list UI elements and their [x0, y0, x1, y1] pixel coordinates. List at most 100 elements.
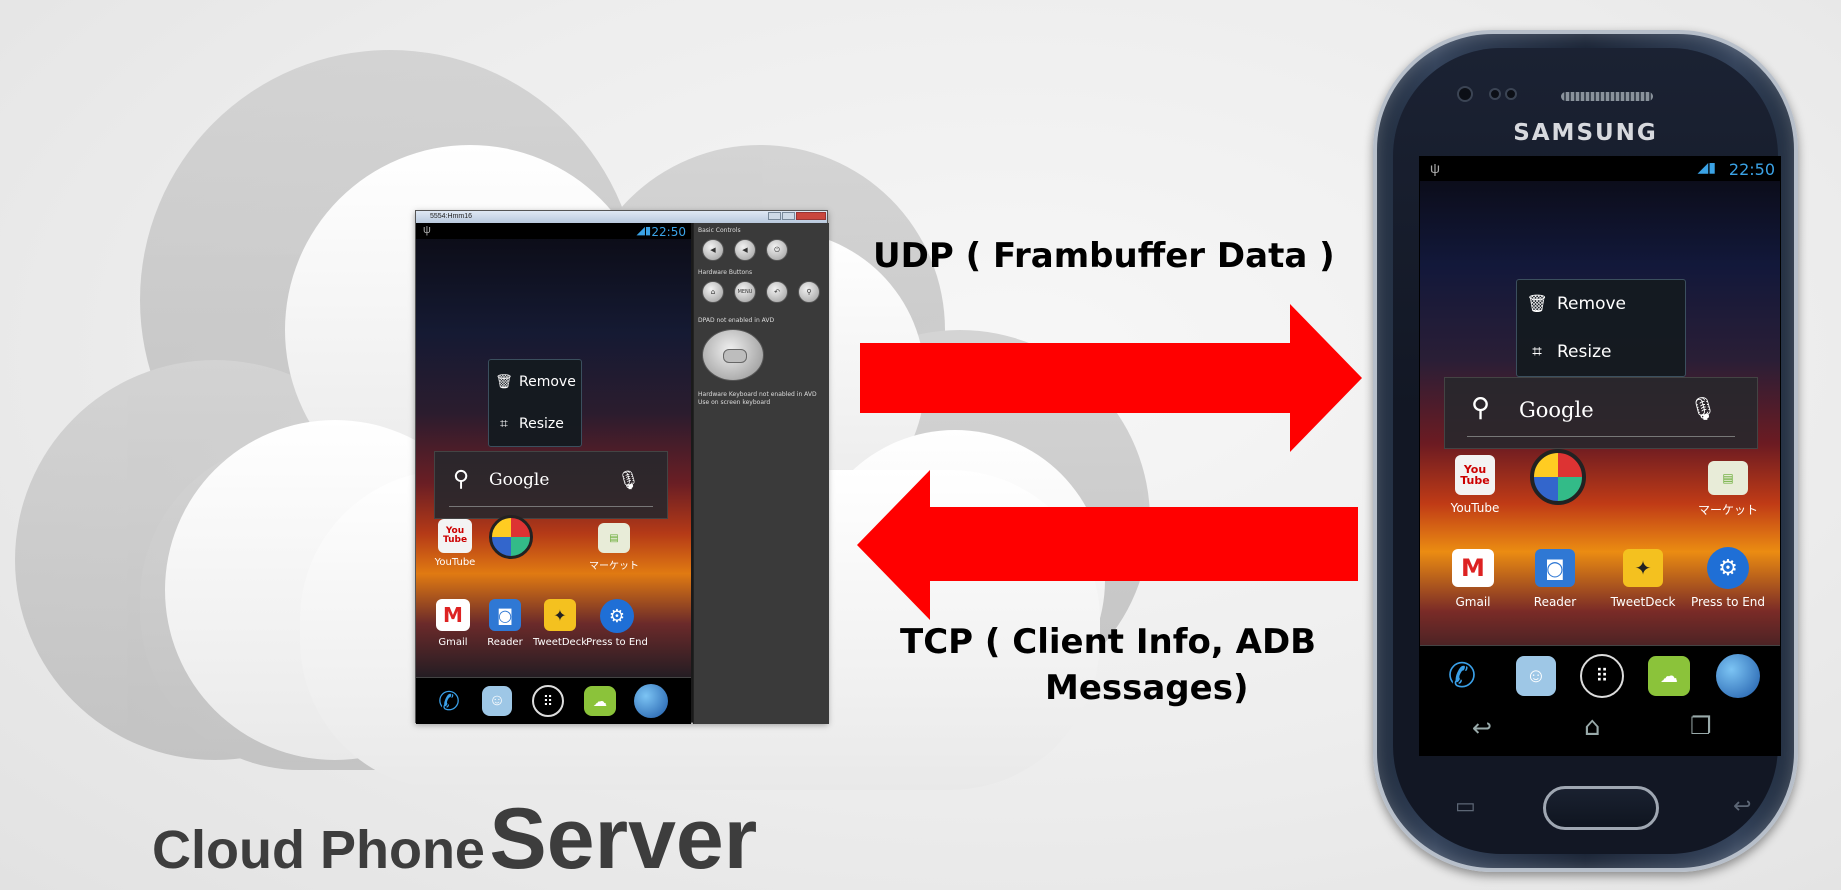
resize-menu-item[interactable]: ⌗ Resize	[1517, 342, 1685, 362]
tweetdeck-app[interactable]: ✦ TweetDeck	[1604, 549, 1682, 609]
menu-button[interactable]: MENU	[734, 281, 756, 303]
usb-icon: ψ	[1430, 160, 1440, 176]
volume-up-icon[interactable]: ◀	[734, 239, 756, 261]
search-icon[interactable]: ⚲	[798, 281, 820, 303]
youtube-app[interactable]: You Tube YouTube	[430, 519, 480, 568]
home-button[interactable]	[1543, 786, 1659, 830]
market-folder-app[interactable]	[1528, 449, 1588, 505]
apps-folder-icon	[1530, 449, 1586, 505]
camera-icon	[1457, 86, 1473, 102]
market-bag-icon: ▤	[1708, 461, 1748, 495]
back-softkey-icon[interactable]: ↩	[1733, 794, 1752, 819]
page-title: Cloud Phone Server	[152, 790, 757, 889]
clock: 22:50	[651, 225, 686, 239]
trash-icon: 🗑	[1526, 294, 1548, 314]
search-underline	[1467, 436, 1735, 437]
close-button[interactable]	[796, 212, 826, 220]
youtube-icon: You Tube	[438, 519, 472, 553]
samsung-phone: SAMSUNG ψ ◢▮ 22:50 🗑Remove ⌗Resize ⚲ Goo…	[1373, 30, 1798, 872]
resize-label: Resize	[1557, 342, 1612, 362]
search-underline	[449, 506, 653, 507]
menu-softkey-icon[interactable]: ▭	[1455, 794, 1476, 819]
crop-icon: ⌗	[500, 416, 508, 432]
remove-label: Remove	[1557, 294, 1626, 314]
search-icon: ⚲	[453, 466, 470, 491]
widget-popup-menu: 🗑Remove ⌗ Resize	[488, 359, 582, 447]
search-icon: ⚲	[1471, 392, 1491, 422]
google-search-widget[interactable]: ⚲ Google 🎙	[1444, 377, 1758, 449]
signal-icon: ◢▮	[636, 224, 651, 237]
phone-icon[interactable]: ✆	[1447, 657, 1477, 695]
browser-globe-icon[interactable]	[1716, 654, 1760, 698]
google-search-widget[interactable]: ⚲ Google 🎙	[434, 451, 668, 519]
phone-icon[interactable]: ✆	[438, 685, 460, 716]
app-label: TweetDeck	[533, 637, 587, 648]
dpad-note: DPAD not enabled in AVD	[698, 317, 775, 324]
app-label: Press to End	[1690, 595, 1766, 609]
market-folder-app[interactable]	[486, 515, 536, 559]
recent-apps-icon[interactable]: ❐	[1690, 712, 1712, 740]
earpiece-speaker	[1561, 92, 1653, 101]
widget-popup-menu: 🗑 Remove ⌗ Resize	[1516, 279, 1686, 377]
app-label: YouTube	[434, 557, 476, 568]
back-icon[interactable]: ↩	[1472, 714, 1493, 742]
status-bar: ψ ◢▮ 22:50	[1420, 157, 1780, 181]
title-server: Server	[489, 791, 758, 887]
app-drawer-icon[interactable]: ⠿	[1580, 654, 1624, 698]
microphone-icon[interactable]: 🎙	[617, 470, 640, 490]
gear-icon: ⚙	[1707, 547, 1749, 589]
home-icon[interactable]: ⌂	[1584, 712, 1601, 742]
reader-app[interactable]: ◙ Reader	[480, 599, 530, 648]
tweetdeck-app[interactable]: ✦ TweetDeck	[530, 599, 590, 648]
reader-app[interactable]: ◙ Reader	[1524, 549, 1586, 609]
resize-label: Resize	[519, 416, 564, 432]
minimize-button[interactable]	[768, 212, 781, 220]
contacts-icon[interactable]: ☺	[482, 686, 512, 716]
tcp-label-line1: TCP ( Client Info, ADB	[900, 622, 1317, 662]
app-drawer-icon[interactable]: ⠿	[532, 685, 564, 717]
press-to-end-app[interactable]: ⚙ Press to End	[584, 599, 650, 648]
status-bar: ψ ◢▮ 22:50	[416, 223, 691, 239]
signal-icon: ◢▮	[1697, 160, 1716, 176]
google-logo: Google	[489, 470, 550, 490]
emulator-window: 5554:Hmm16 ψ ◢▮ 22:50 🗑Remove ⌗ Resize ⚲ …	[415, 210, 829, 724]
gear-icon: ⚙	[600, 599, 634, 633]
back-icon[interactable]: ↶	[766, 281, 788, 303]
emulator-control-panel: Basic Controls ◀ ◀ ⏻ Hardware Buttons ⌂ …	[693, 223, 829, 724]
browser-globe-icon[interactable]	[634, 684, 668, 718]
remove-menu-item[interactable]: 🗑Remove	[489, 374, 581, 390]
dpad-control[interactable]	[702, 329, 764, 381]
maximize-button[interactable]	[782, 212, 795, 220]
messaging-icon[interactable]: ☁	[584, 686, 616, 716]
crop-icon: ⌗	[1532, 342, 1542, 362]
app-label: Reader	[1533, 595, 1577, 609]
gmail-app[interactable]: M Gmail	[1442, 549, 1504, 609]
bird-icon: ✦	[1623, 549, 1663, 587]
microphone-icon[interactable]: 🎙	[1689, 396, 1717, 421]
power-icon[interactable]: ⏻	[766, 239, 788, 261]
emulator-title-bar: 5554:Hmm16	[416, 211, 827, 223]
apps-folder-icon	[489, 515, 533, 559]
market-app[interactable]: ▤ マーケット	[584, 523, 644, 572]
app-label: Gmail	[438, 637, 468, 648]
remove-menu-item[interactable]: 🗑 Remove	[1517, 294, 1685, 314]
market-app[interactable]: ▤ マーケット	[1688, 461, 1768, 518]
sensor-icon	[1505, 88, 1517, 100]
app-label: マーケット	[1697, 503, 1758, 517]
app-label: TweetDeck	[1610, 595, 1676, 609]
youtube-app[interactable]: You Tube YouTube	[1444, 455, 1506, 515]
basic-controls-label: Basic Controls	[698, 227, 741, 234]
title-cloud-phone: Cloud Phone	[152, 820, 485, 880]
resize-menu-item[interactable]: ⌗ Resize	[489, 416, 581, 432]
phone-screen[interactable]: ψ ◢▮ 22:50 🗑Remove ⌗Resize ⚲ Google 🎙 Yo	[1419, 156, 1781, 756]
reader-icon: ◙	[489, 599, 521, 631]
press-to-end-app[interactable]: ⚙ Press to End	[1686, 547, 1770, 609]
contacts-icon[interactable]: ☺	[1516, 656, 1556, 696]
bird-icon: ✦	[544, 599, 576, 631]
emulator-screen[interactable]: ψ ◢▮ 22:50 🗑Remove ⌗ Resize ⚲ Google 🎙 Yo…	[416, 223, 691, 724]
home-icon[interactable]: ⌂	[702, 281, 724, 303]
dock: ✆ ☺ ⠿ ☁ ↩ ⌂ ❐	[1420, 645, 1780, 755]
volume-down-icon[interactable]: ◀	[702, 239, 724, 261]
messaging-icon[interactable]: ☁	[1648, 656, 1690, 696]
gmail-app[interactable]: M Gmail	[428, 599, 478, 648]
